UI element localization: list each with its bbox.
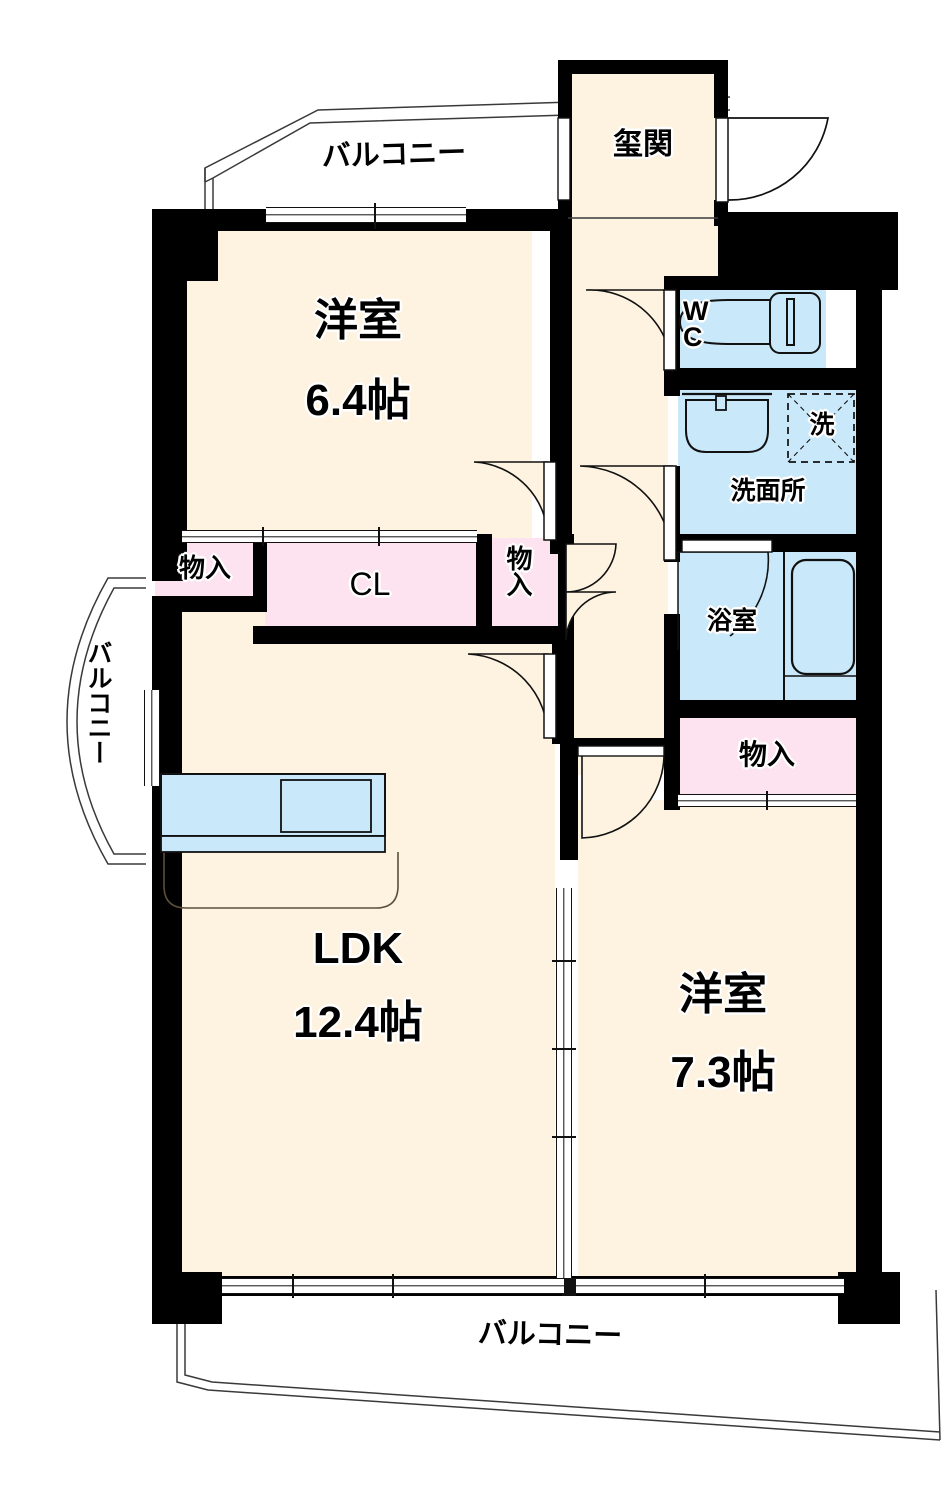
closet-doors-mullion-2 <box>378 527 380 546</box>
bath-tub-icon <box>783 552 856 700</box>
label-closet-mid: 物入 <box>503 545 533 597</box>
window-room-top[interactable] <box>266 207 466 223</box>
label-closet-bath: 物入 <box>738 739 795 770</box>
label-room-top-name: 洋室 <box>314 296 402 345</box>
label-washer: 洗 <box>809 411 835 439</box>
window-bb-left-mullion-1 <box>292 1274 294 1298</box>
wall-bath-bottom <box>664 700 882 718</box>
wall-genkan-top <box>558 60 728 74</box>
door-balcony-left[interactable] <box>144 690 160 786</box>
wall-corridor-right <box>560 740 578 860</box>
label-senmenjo: 洗面所 <box>730 477 806 505</box>
wall-genkan-right <box>714 60 728 118</box>
partition-mullion-2 <box>552 1048 576 1050</box>
room-genkan <box>568 70 718 218</box>
wall-closet-mid-bottom <box>476 626 574 644</box>
washing-machine-space-icon <box>787 393 855 463</box>
bottom-window-mullion <box>562 1278 576 1296</box>
kitchen-counter-icon <box>163 852 399 909</box>
closet-doors-upper[interactable] <box>182 530 477 543</box>
partition-mullion-1 <box>552 960 576 962</box>
wall-left-outer-upper <box>152 209 187 581</box>
partition-ldk-room[interactable] <box>556 888 572 1278</box>
toilet-icon <box>678 292 821 354</box>
label-closet-cl: CL <box>349 566 391 602</box>
label-bath: 浴室 <box>706 607 757 635</box>
label-balcony-left: バルコニー <box>84 640 112 765</box>
wall-wetzone-right-stub <box>664 796 680 810</box>
label-balcony-bottom: バルコニー <box>477 1317 623 1353</box>
window-bb-right-mullion-1 <box>704 1274 706 1298</box>
window-bb-left-mullion-2 <box>392 1274 394 1298</box>
wall-right-exterior <box>856 276 882 1296</box>
label-balcony-top: バルコニー <box>321 136 467 174</box>
label-room-top-size: 6.4帖 <box>305 376 411 425</box>
closet-bath-side <box>678 715 856 800</box>
closet-cl <box>265 538 477 632</box>
window-room-top-mullion <box>374 203 376 229</box>
partition-mullion-3 <box>552 1136 576 1138</box>
wall-wc-bottom <box>664 368 882 390</box>
label-genkan: 玺関 <box>613 128 673 161</box>
window-balcony-bottom-right[interactable] <box>576 1278 844 1294</box>
label-room-right-name: 洋室 <box>679 970 767 1019</box>
wall-closet-left-right <box>253 534 267 612</box>
wall-closet-cl-right <box>476 534 492 630</box>
room-washitsu-top <box>187 218 532 538</box>
kitchen-sink-icon <box>160 773 386 853</box>
closet-bath-doors-mullion <box>766 791 768 810</box>
wall-ldk-right-upper <box>552 644 574 744</box>
closet-doors-mullion-1 <box>262 527 264 546</box>
wash-basin-icon <box>682 392 772 453</box>
label-wc: W C <box>683 296 709 353</box>
room-ldk <box>155 538 555 1283</box>
wall-wc-top <box>664 276 882 290</box>
label-closet-left: 物入 <box>178 553 231 583</box>
label-ldk-size: 12.4帖 <box>293 998 423 1047</box>
label-ldk-name: LDK <box>312 924 404 973</box>
label-room-right-size: 7.3帖 <box>670 1048 776 1097</box>
room-washitsu-right <box>578 800 858 1283</box>
